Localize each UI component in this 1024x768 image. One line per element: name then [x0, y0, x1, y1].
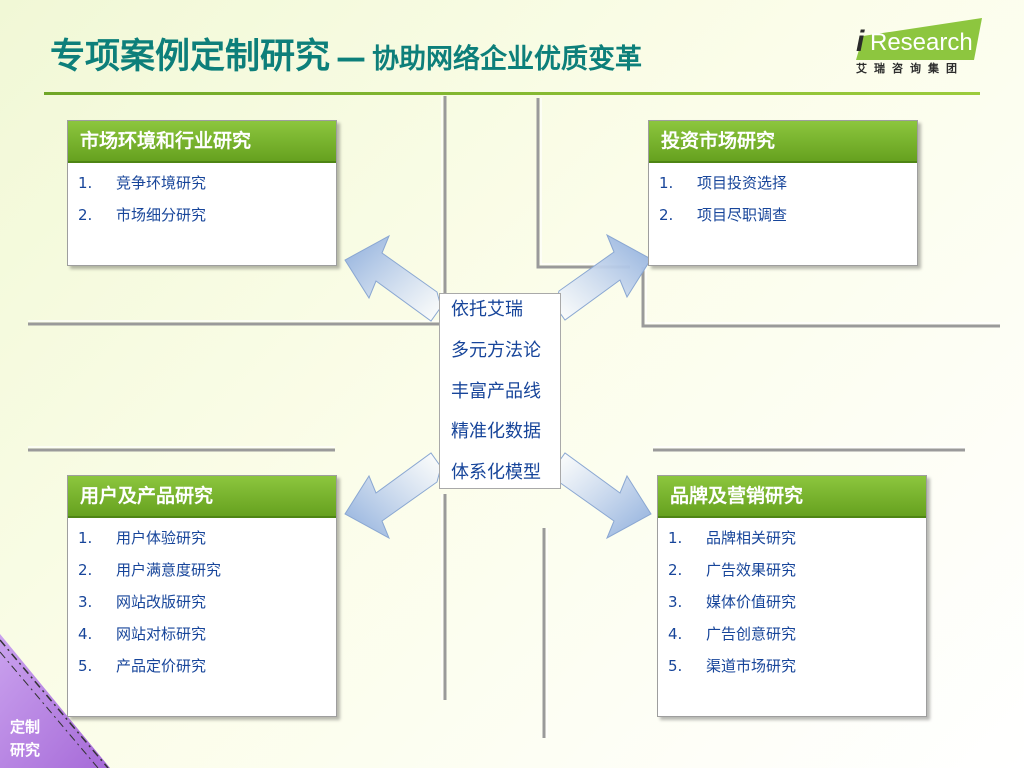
- card-market-industry-research: 市场环境和行业研究 1.竞争环境研究 2.市场细分研究: [67, 120, 337, 266]
- center-item: 丰富产品线: [451, 380, 541, 402]
- center-item: 多元方法论: [451, 339, 541, 361]
- page-title-subtitle: 协助网络企业优质变革: [372, 44, 643, 75]
- arrow-bottom-right: [554, 452, 652, 540]
- corner-tab-line2: 研究: [10, 741, 41, 759]
- arrow-top-left: [344, 234, 442, 322]
- card-title: 投资市场研究: [649, 121, 917, 163]
- page-title-main: 专项案例定制研究: [50, 37, 331, 77]
- card-list: 1.竞争环境研究 2.市场细分研究: [68, 163, 336, 231]
- list-item: 3.网站改版研究: [78, 593, 207, 611]
- list-item: 1.项目投资选择: [659, 174, 788, 192]
- list-item: 4.广告创意研究: [668, 625, 797, 643]
- title-underline: [44, 92, 980, 95]
- center-item: 精准化数据: [451, 421, 541, 443]
- list-item: 5.渠道市场研究: [668, 657, 797, 675]
- card-list: 1.品牌相关研究 2.广告效果研究 3.媒体价值研究 4.广告创意研究 5.渠道…: [658, 518, 926, 682]
- center-item: 依托艾瑞: [451, 299, 523, 320]
- card-title: 市场环境和行业研究: [68, 121, 336, 163]
- corner-tab-shape: [0, 634, 110, 768]
- card-title: 用户及产品研究: [68, 476, 336, 518]
- list-item: 2.项目尽职调查: [659, 206, 788, 224]
- list-item: 5.产品定价研究: [78, 657, 207, 675]
- card-list: 1.项目投资选择 2.项目尽职调查: [649, 163, 917, 231]
- logo-i-letter: i: [856, 25, 865, 58]
- page-title: 专项案例定制研究—协助网络企业优质变革: [50, 28, 642, 79]
- corner-tab-label[interactable]: 定制 研究: [10, 716, 40, 762]
- list-item: 1.品牌相关研究: [668, 529, 797, 547]
- center-foundation-box: 依托艾瑞 多元方法论 丰富产品线 精准化数据 体系化模型: [439, 293, 561, 489]
- corner-tab-line1: 定制: [10, 718, 41, 736]
- card-title: 品牌及营销研究: [658, 476, 926, 518]
- list-item: 3.媒体价值研究: [668, 593, 797, 611]
- card-investment-market-research: 投资市场研究 1.项目投资选择 2.项目尽职调查: [648, 120, 918, 266]
- logo-tagline: 艾瑞咨询集团: [856, 62, 964, 75]
- center-item: 体系化模型: [451, 462, 541, 484]
- card-brand-marketing-research: 品牌及营销研究 1.品牌相关研究 2.广告效果研究 3.媒体价值研究 4.广告创…: [657, 475, 927, 717]
- list-item: 1.竞争环境研究: [78, 174, 207, 192]
- card-user-product-research: 用户及产品研究 1.用户体验研究 2.用户满意度研究 3.网站改版研究 4.网站…: [67, 475, 337, 717]
- arrow-bottom-left: [344, 452, 442, 540]
- logo-shape: [856, 18, 982, 60]
- frame-line-bottom-left: [28, 448, 447, 700]
- iresearch-logo: i Research: [850, 18, 985, 83]
- logo-word: Research: [870, 29, 973, 56]
- arrow-top-right: [554, 233, 652, 321]
- list-item: 4.网站对标研究: [78, 625, 207, 643]
- frame-line-bottom-right: [542, 448, 965, 738]
- page-title-dash: —: [336, 41, 367, 76]
- list-item: 2.广告效果研究: [668, 561, 797, 579]
- list-item: 1.用户体验研究: [78, 529, 207, 547]
- list-item: 2.用户满意度研究: [78, 561, 222, 579]
- card-list: 1.用户体验研究 2.用户满意度研究 3.网站改版研究 4.网站对标研究 5.产…: [68, 518, 336, 682]
- list-item: 2.市场细分研究: [78, 206, 207, 224]
- corner-tab-dash-line: [0, 639, 109, 768]
